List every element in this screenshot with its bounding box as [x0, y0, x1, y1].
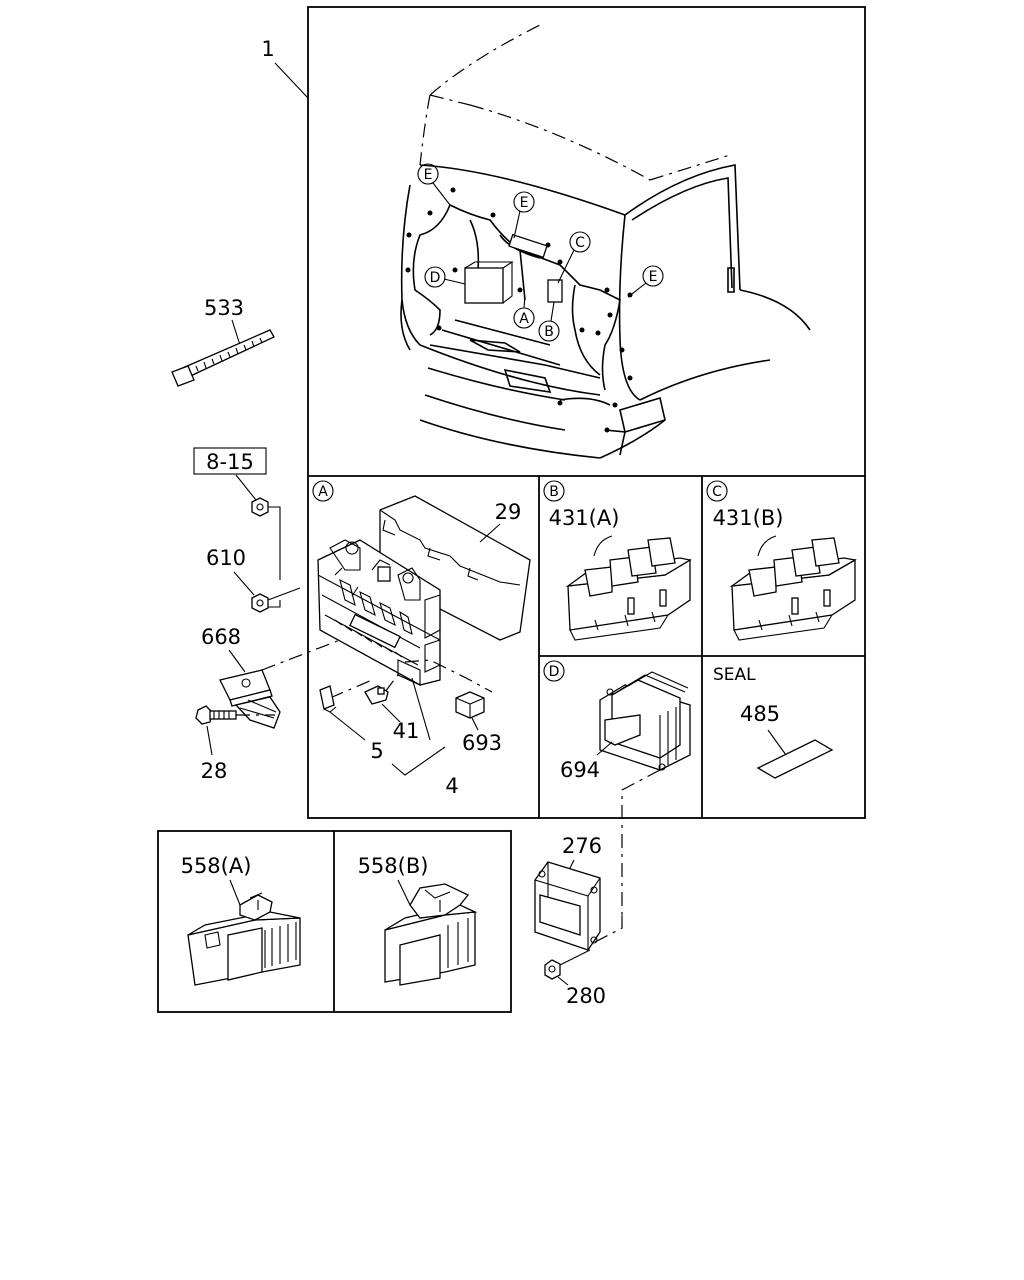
svg-text:E: E — [649, 269, 658, 285]
part-280-nut: 280 — [544, 949, 606, 1008]
svg-text:694: 694 — [560, 758, 600, 782]
svg-text:28: 28 — [201, 759, 228, 783]
svg-text:C: C — [575, 235, 585, 251]
marker-d-panel: D — [543, 660, 565, 682]
svg-text:A: A — [318, 484, 328, 500]
svg-text:SEAL: SEAL — [713, 665, 756, 685]
part-1-callout: 1 — [261, 37, 309, 99]
svg-text:E: E — [520, 195, 529, 211]
svg-text:C: C — [712, 484, 722, 500]
connector-frame — [157, 830, 512, 1013]
part-276-ecu: 276 — [534, 834, 623, 951]
part-8-15-ref-box: 8-15 — [193, 447, 267, 475]
marker-b-cab: B — [538, 301, 560, 342]
svg-text:D: D — [549, 664, 560, 680]
svg-text:610: 610 — [206, 546, 246, 570]
svg-text:B: B — [549, 484, 559, 500]
svg-text:558(B): 558(B) — [358, 854, 429, 878]
part-41-fuse: 41 — [364, 685, 420, 743]
part-431a-connector: 431(A) — [549, 506, 692, 641]
svg-text:431(B): 431(B) — [713, 506, 784, 530]
svg-text:8-15: 8-15 — [206, 450, 254, 474]
fuse-box-leaders — [329, 659, 493, 699]
part-693-relay: 693 — [455, 691, 502, 755]
svg-text:693: 693 — [462, 731, 502, 755]
marker-e-right: E — [627, 265, 664, 298]
svg-text:276: 276 — [562, 834, 602, 858]
svg-text:280: 280 — [566, 984, 606, 1008]
svg-text:1: 1 — [261, 37, 274, 61]
nut-small — [235, 474, 281, 580]
part-28-bolt: 28 — [195, 705, 275, 783]
svg-text:B: B — [544, 324, 554, 340]
svg-text:D: D — [430, 270, 441, 286]
marker-a-cab: A — [513, 295, 535, 329]
marker-a-panel: A — [312, 480, 334, 502]
svg-text:4: 4 — [445, 774, 458, 798]
part-558a-connector: 558(A) — [181, 854, 301, 986]
truck-cab-illustration — [400, 24, 811, 459]
svg-text:485: 485 — [740, 702, 780, 726]
svg-text:5: 5 — [370, 739, 383, 763]
part-668-bracket: 668 — [201, 625, 341, 729]
part-533-cable-tie: 533 — [171, 296, 275, 387]
main-frame — [307, 6, 866, 819]
part-4-bracket-lines: 4 — [391, 677, 459, 798]
svg-text:A: A — [519, 311, 529, 327]
part-5-terminal: 5 — [319, 685, 384, 763]
fuse-relay-box — [317, 539, 441, 686]
svg-text:29: 29 — [495, 500, 522, 524]
part-610-nut: 610 — [206, 546, 301, 613]
svg-text:431(A): 431(A) — [549, 506, 620, 530]
svg-text:533: 533 — [204, 296, 244, 320]
svg-text:558(A): 558(A) — [181, 854, 252, 878]
svg-text:668: 668 — [201, 625, 241, 649]
marker-e-upper-center: E — [513, 191, 535, 239]
marker-b-panel: B — [543, 480, 565, 502]
marker-c-panel: C — [706, 480, 728, 502]
marker-d-cab: D — [424, 266, 466, 288]
marker-e-upper-left: E — [417, 163, 451, 206]
marker-c-cab: C — [557, 231, 591, 284]
part-431b-connector: 431(B) — [713, 506, 857, 641]
svg-text:E: E — [424, 167, 433, 183]
seal-panel: SEAL 485 — [713, 665, 834, 779]
wiring-harness — [405, 187, 633, 433]
part-558b-connector: 558(B) — [358, 854, 478, 986]
svg-text:41: 41 — [393, 719, 420, 743]
part-694-ecu-case: 694 — [560, 671, 691, 915]
